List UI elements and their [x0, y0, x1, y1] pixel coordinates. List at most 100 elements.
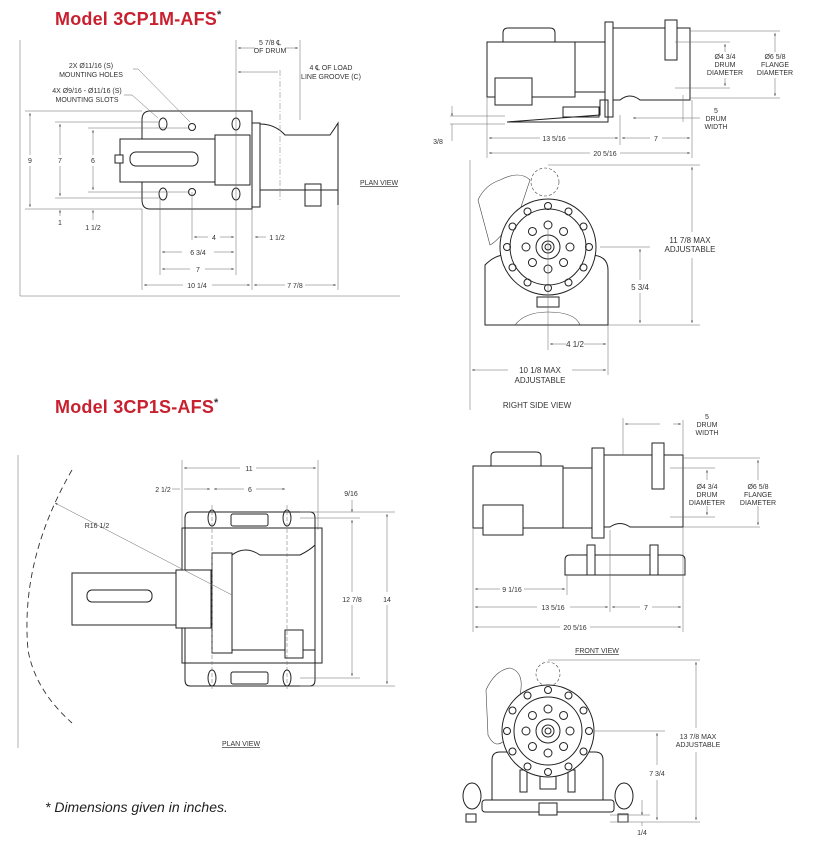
plan-view-label: PLAN VIEW — [360, 180, 399, 187]
flange-bolt-hole — [523, 762, 532, 771]
asterisk: * — [214, 397, 219, 409]
drum-hole — [559, 710, 569, 720]
callout-mounting-holes: 2X Ø11/16 (S) — [69, 63, 113, 70]
flange-bolt-hole — [523, 278, 532, 287]
dimension-lines — [25, 40, 339, 290]
model-1-title-text: Model 3CP1M-AFS — [55, 9, 218, 29]
flange-bolt-hole — [579, 747, 588, 756]
drum-hole — [527, 710, 537, 720]
drum-hole — [559, 258, 569, 268]
flange-bolt-hole — [564, 278, 573, 287]
flange-bolt-hole — [579, 222, 588, 231]
model-1-title: Model 3CP1M-AFS* — [55, 9, 222, 30]
dim-14: 14 — [383, 597, 391, 604]
drum-hole — [559, 742, 569, 752]
max-height-label: ADJUSTABLE — [665, 245, 716, 254]
drum-diameter-label: DIAMETER — [707, 70, 743, 77]
flange-bolt-hole — [564, 207, 573, 216]
drum-diameter-label: Ø4 3/4 — [696, 484, 717, 491]
max-height-label: 11 7/8 MAX — [669, 236, 711, 245]
model-1-plan-view: 9 7 6 1 1 1/2 4 1 1/2 6 3/4 7 10 1/4 7 7… — [19, 40, 400, 297]
dim-7: 7 — [644, 605, 648, 612]
drum-diameter-label: Ø4 3/4 — [714, 54, 735, 61]
winch-plan-drawing — [114, 70, 339, 210]
max-height-label: ADJUSTABLE — [676, 742, 721, 749]
flange-bolt-hole — [544, 686, 552, 694]
dim-9: 9 — [28, 158, 32, 165]
model-2-front-view: 5 DRUM WIDTH Ø4 3/4 DRUM DIAMETER Ø6 5/8… — [472, 414, 776, 655]
front-view-label: FRONT VIEW — [575, 648, 619, 655]
dim-10-1-4: 10 1/4 — [187, 283, 207, 290]
flange-bolt-hole — [579, 706, 588, 715]
flange-diameter-label: DIAMETER — [740, 500, 776, 507]
model-2-end-view: 13 7/8 MAX ADJUSTABLE 7 3/4 1/4 — [462, 659, 721, 837]
drum-width-label: WIDTH — [696, 430, 719, 437]
max-height-label: 13 7/8 MAX — [680, 734, 717, 741]
drum-hole — [527, 258, 537, 268]
max-width-label: 10 1/8 MAX — [519, 366, 561, 375]
flange-bolt-hole — [585, 243, 593, 251]
swing-radius-arc — [26, 469, 73, 724]
dim-7: 7 — [654, 136, 658, 143]
dim-20-5-16: 20 5/16 — [593, 151, 616, 158]
flange-bolt-hole — [508, 222, 517, 231]
dim-13-5-16: 13 5/16 — [542, 136, 565, 143]
dim-7-3-4: 7 3/4 — [649, 771, 665, 778]
drum-bolt-pattern — [503, 686, 593, 776]
drum-hole — [521, 726, 531, 736]
flange-bolt-hole — [579, 263, 588, 272]
dim-7-7-8: 7 7/8 — [287, 283, 303, 290]
callout-load-line-groove: LINE GROOVE (C) — [301, 74, 361, 81]
asterisk: * — [217, 9, 222, 21]
dim-2-1-2: 2 1/2 — [155, 487, 171, 494]
drum-hole — [543, 704, 553, 714]
footnote: * Dimensions given in inches. — [45, 799, 228, 815]
dim-4-1-2: 4 1/2 — [566, 340, 584, 349]
flange-bolt-hole — [564, 691, 573, 700]
callout-mounting-slots: MOUNTING SLOTS — [55, 97, 118, 104]
drum-width-label: 5 — [705, 414, 709, 421]
flange-diameter-label: DIAMETER — [757, 70, 793, 77]
drum-diameter-label: DRUM — [697, 492, 718, 499]
flange-bolt-hole — [585, 727, 593, 735]
drum-hole — [543, 748, 553, 758]
flange-bolt-hole — [564, 762, 573, 771]
flange-diameter-label: Ø6 5/8 — [764, 54, 785, 61]
drum-width-label: 5 — [714, 108, 718, 115]
dim-3-8: 3/8 — [433, 139, 443, 146]
dim-6: 6 — [91, 158, 95, 165]
dim-12-7-8: 12 7/8 — [342, 597, 362, 604]
callout-load-line-groove: 4 ℄ OF LOAD — [309, 65, 352, 72]
dim-9-16: 9/16 — [344, 491, 358, 498]
flange-bolt-hole — [503, 727, 511, 735]
dim-1-4: 1/4 — [637, 830, 647, 837]
right-side-view-label: RIGHT SIDE VIEW — [503, 401, 572, 410]
flange-bolt-hole — [508, 747, 517, 756]
drum-diameter-label: DIAMETER — [689, 500, 725, 507]
drum-hole — [527, 226, 537, 236]
flange-bolt-hole — [544, 202, 552, 210]
dim-11: 11 — [245, 466, 252, 473]
dim-1-1-2-right: 1 1/2 — [269, 235, 285, 242]
flange-bolt-hole — [503, 243, 511, 251]
dim-1: 1 — [58, 220, 62, 227]
dimension-labels: 9 7 6 1 1 1/2 4 1 1/2 6 3/4 7 10 1/4 7 7… — [28, 40, 398, 290]
dimension-lines — [450, 30, 780, 158]
drum-hole — [565, 242, 575, 252]
model-2-title: Model 3CP1S-AFS* — [55, 397, 219, 418]
dim-6-3-4: 6 3/4 — [190, 250, 206, 257]
flange-diameter-label: Ø6 5/8 — [747, 484, 768, 491]
drum-width-label: DRUM — [706, 116, 727, 123]
callout-mounting-slots: 4X Ø9/16 - Ø11/16 (S) — [52, 88, 122, 95]
dim-7-horizontal: 7 — [196, 267, 200, 274]
model-2-title-text: Model 3CP1S-AFS — [55, 397, 215, 417]
flange-bolt-hole — [508, 263, 517, 272]
dim-13-5-16: 13 5/16 — [541, 605, 564, 612]
drum-width-label: WIDTH — [705, 124, 728, 131]
drum-hole — [521, 242, 531, 252]
callout-mounting-holes: MOUNTING HOLES — [59, 72, 123, 79]
dim-9-1-16: 9 1/16 — [502, 587, 522, 594]
dim-radius: R16 1/2 — [85, 523, 110, 530]
max-width-label: ADJUSTABLE — [515, 376, 566, 385]
model-1-right-side-view: 11 7/8 MAX ADJUSTABLE 5 3/4 4 1/2 10 1/8… — [469, 160, 716, 410]
